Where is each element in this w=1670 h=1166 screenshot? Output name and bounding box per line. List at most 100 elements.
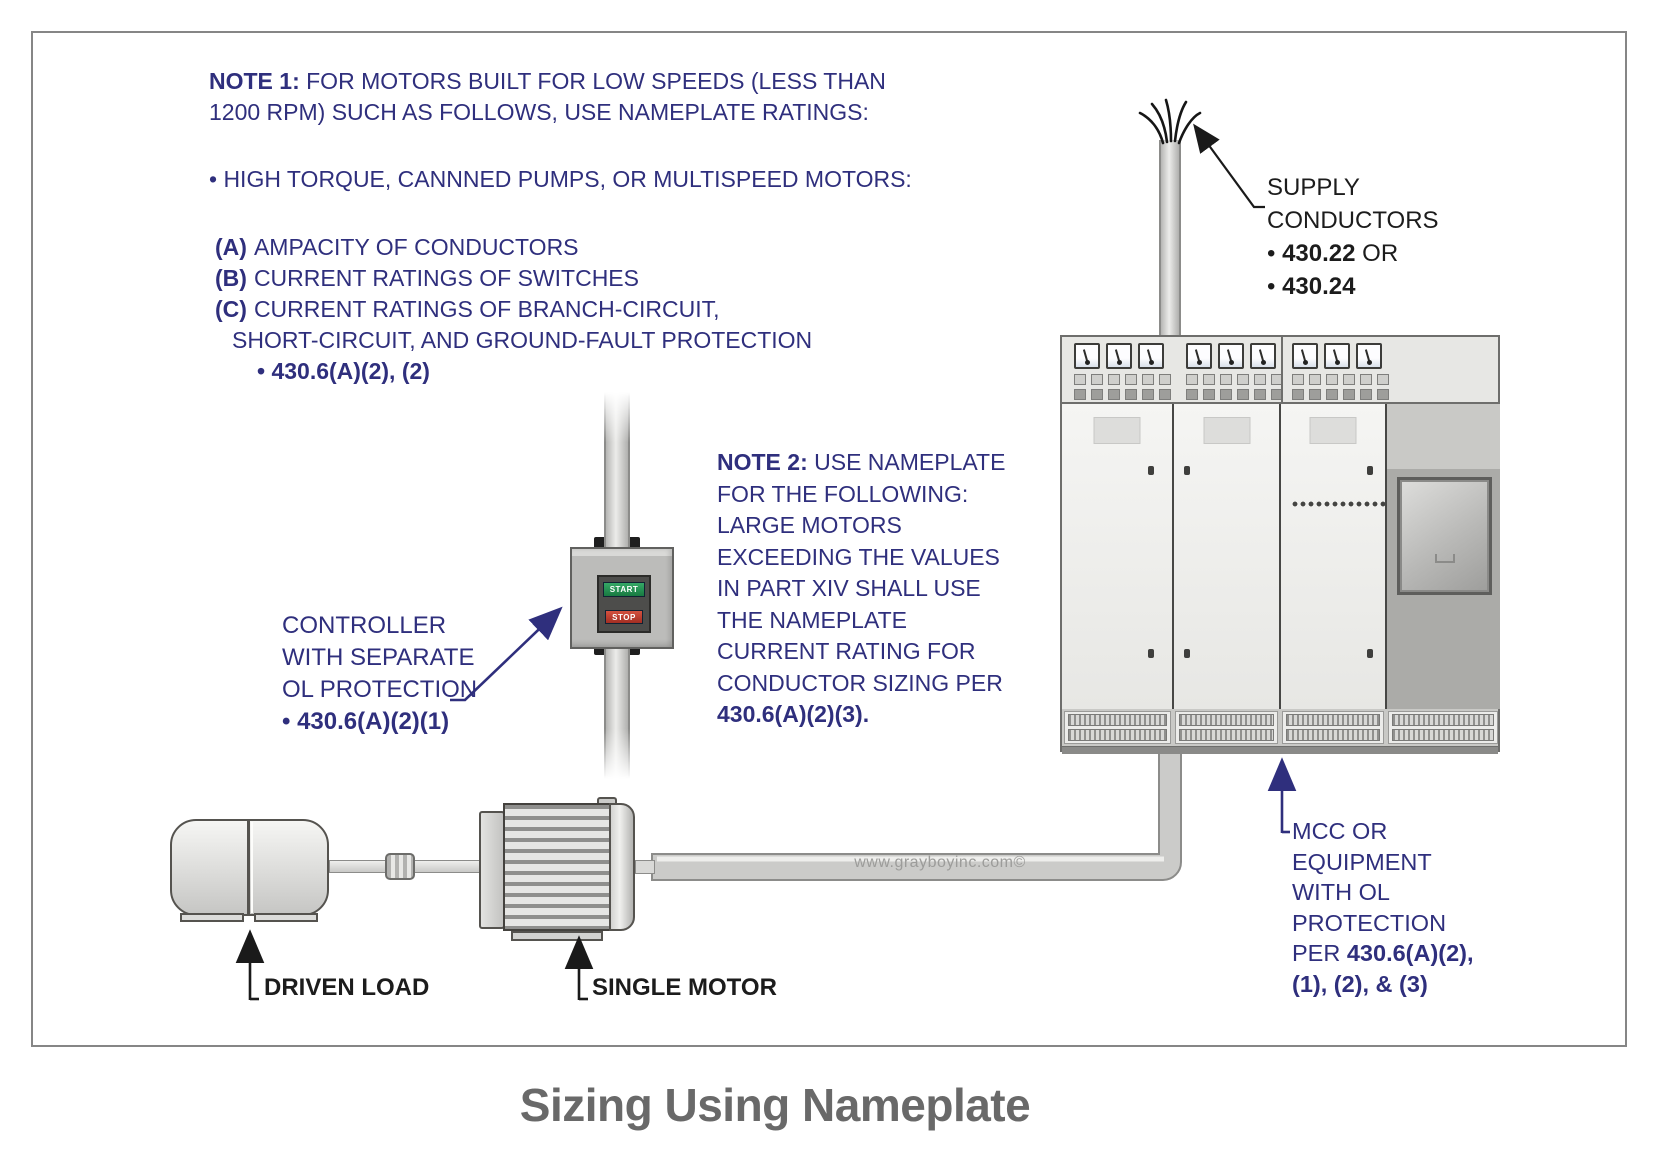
supply-conduit bbox=[1159, 140, 1181, 345]
door-handle bbox=[1367, 649, 1373, 658]
panel-handle bbox=[1434, 553, 1455, 563]
ref-rest: OR bbox=[1355, 240, 1399, 267]
door-handle bbox=[1148, 466, 1154, 475]
mcc-label-ref: PER 430.6(A)(2), bbox=[1292, 938, 1474, 969]
motor-end-cap bbox=[609, 803, 635, 931]
item-text: CURRENT RATINGS OF SWITCHES bbox=[253, 265, 639, 291]
single-motor-label: SINGLE MOTOR bbox=[592, 974, 777, 1001]
door-handle bbox=[1367, 466, 1373, 475]
panel-button bbox=[1237, 374, 1249, 385]
load-foot bbox=[180, 913, 244, 922]
driven-load-label: DRIVEN LOAD bbox=[264, 974, 430, 1001]
panel-button bbox=[1203, 374, 1215, 385]
panel-button bbox=[1254, 374, 1266, 385]
mcc-door-section bbox=[1062, 404, 1500, 709]
supply-label-line: SUPPLY bbox=[1267, 174, 1360, 201]
panel-button bbox=[1108, 374, 1120, 385]
motor-controller: START STOP bbox=[570, 547, 674, 649]
load-foot bbox=[254, 913, 318, 922]
item-marker: (C) bbox=[215, 296, 247, 322]
note1-heading: NOTE 1: bbox=[209, 68, 300, 94]
mcc-label-line: EQUIPMENT bbox=[1292, 848, 1432, 875]
supply-ref-2: • 430.24 bbox=[1267, 270, 1439, 303]
panel-button bbox=[1203, 389, 1215, 400]
panel-button bbox=[1125, 389, 1137, 400]
panel-button bbox=[1142, 374, 1154, 385]
stop-button: STOP bbox=[605, 610, 643, 624]
meter-pivot bbox=[1334, 360, 1340, 365]
panel-button bbox=[1309, 389, 1321, 400]
mcc-base-strip bbox=[1062, 746, 1498, 754]
vent-grille bbox=[1064, 711, 1171, 744]
panel-button bbox=[1125, 374, 1137, 385]
start-button: START bbox=[603, 582, 645, 597]
door-handle bbox=[1148, 649, 1154, 658]
door-handle bbox=[1184, 466, 1190, 475]
vent-grille bbox=[1282, 711, 1384, 744]
motor-fins bbox=[503, 803, 611, 931]
panel-button bbox=[1326, 389, 1338, 400]
panel-button bbox=[1343, 389, 1355, 400]
panel-button bbox=[1343, 374, 1355, 385]
item-text: CURRENT RATINGS OF BRANCH-CIRCUIT, bbox=[253, 296, 720, 322]
panel-button bbox=[1074, 389, 1086, 400]
note2-line: LARGE MOTORS bbox=[717, 512, 902, 538]
controller-label-ref: • 430.6(A)(2)(1) bbox=[282, 706, 477, 738]
analog-meter bbox=[1106, 343, 1132, 369]
panel-button bbox=[1186, 374, 1198, 385]
note2-ref: 430.6(A)(2)(3). bbox=[717, 699, 1005, 731]
mcc-label-ref2: (1), (2), & (3) bbox=[1292, 969, 1474, 1000]
panel-button bbox=[1091, 389, 1103, 400]
item-marker: (A) bbox=[215, 234, 247, 260]
note1-bullet: • HIGH TORQUE, CANNNED PUMPS, OR MULTISP… bbox=[209, 166, 912, 192]
note2-line: CURRENT RATING FOR bbox=[717, 638, 976, 664]
load-seam-highlight bbox=[251, 822, 253, 913]
note2-block: NOTE 2: USE NAMEPLATE FOR THE FOLLOWING:… bbox=[717, 447, 1005, 731]
bullet: • bbox=[1267, 240, 1283, 267]
note1-line1-text: FOR MOTORS BUILT FOR LOW SPEEDS (LESS TH… bbox=[299, 68, 886, 94]
meter-pivot bbox=[1116, 360, 1122, 365]
list-item-c-ref: • 430.6(A)(2), (2) bbox=[257, 358, 430, 384]
meter-pivot bbox=[1148, 360, 1154, 365]
door-nameplate bbox=[1203, 417, 1250, 444]
panel-divider bbox=[1281, 337, 1283, 404]
panel-button bbox=[1360, 389, 1372, 400]
analog-meter bbox=[1218, 343, 1244, 369]
meter-group bbox=[1292, 343, 1389, 400]
conduit-below-controller bbox=[604, 647, 630, 779]
mcc-access-panel bbox=[1397, 477, 1492, 595]
panel-button bbox=[1292, 389, 1304, 400]
code-ref: 430.24 bbox=[1282, 273, 1356, 300]
mcc-label-line: PROTECTION bbox=[1292, 909, 1447, 936]
door-handle bbox=[1184, 649, 1190, 658]
page-title: Sizing Using Nameplate bbox=[519, 1079, 1031, 1131]
mcc-meter-panel bbox=[1062, 337, 1498, 404]
door-nameplate bbox=[1309, 417, 1357, 444]
panel-button bbox=[1237, 389, 1249, 400]
note2-line: EXCEEDING THE VALUES bbox=[717, 543, 1000, 570]
analog-meter bbox=[1292, 343, 1318, 369]
panel-button bbox=[1159, 374, 1171, 385]
mcc-label-line: WITH OL bbox=[1292, 879, 1390, 905]
meter-pivot bbox=[1084, 360, 1090, 365]
panel-button bbox=[1377, 389, 1389, 400]
controller-label-line: OL PROTECTION bbox=[282, 676, 478, 703]
vent-dots bbox=[1291, 501, 1385, 507]
motor-base bbox=[511, 931, 603, 941]
code-ref: 430.22 bbox=[1282, 240, 1356, 267]
note2-line: CONDUCTOR SIZING PER bbox=[717, 669, 1003, 696]
motor-conduit-stub bbox=[635, 860, 655, 874]
note1-block: NOTE 1: FOR MOTORS BUILT FOR LOW SPEEDS … bbox=[209, 66, 886, 128]
analog-meter bbox=[1074, 343, 1100, 369]
mcc-cabinet bbox=[1060, 335, 1500, 754]
controller-label: CONTROLLER WITH SEPARATE OL PROTECTION •… bbox=[282, 610, 477, 738]
note2-ref-text: 430.6(A)(2)(3). bbox=[717, 701, 870, 727]
meter-pivot bbox=[1228, 360, 1234, 365]
mcc-label: MCC OR EQUIPMENT WITH OL PROTECTION PER … bbox=[1292, 816, 1474, 999]
analog-meter bbox=[1138, 343, 1164, 369]
list-item-c: (C)CURRENT RATINGS OF BRANCH-CIRCUIT, bbox=[215, 294, 812, 325]
panel-button bbox=[1360, 374, 1372, 385]
panel-button bbox=[1292, 374, 1304, 385]
mcc-door-1 bbox=[1062, 404, 1174, 709]
meter-group bbox=[1074, 343, 1171, 400]
